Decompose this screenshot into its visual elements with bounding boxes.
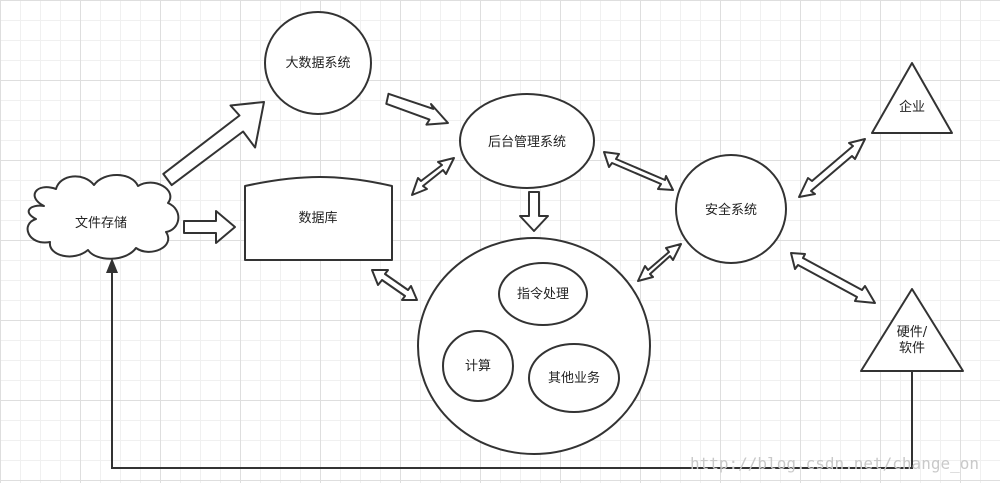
- command-label: 指令处理: [517, 287, 569, 302]
- arrow-business-security: [637, 243, 682, 282]
- file-storage-label: 文件存储: [75, 216, 127, 231]
- enterprise-triangle: [871, 62, 953, 134]
- compute-node: [442, 330, 514, 402]
- arrow-security-enterprise: [798, 138, 866, 198]
- feedback-arrowhead: [106, 258, 118, 273]
- arrow-database-backend: [411, 157, 455, 196]
- arrow-storage-to-bigdata: [162, 101, 265, 187]
- arrow-backend-to-business: [519, 191, 549, 232]
- arrow-security-hardware: [790, 252, 876, 304]
- other-business-node: [528, 343, 620, 413]
- big-data-node: [264, 11, 372, 115]
- security-label: 安全系统: [705, 202, 757, 218]
- arrow-database-business: [371, 269, 418, 301]
- command-node: [498, 262, 588, 326]
- watermark: http://blog.csdn.net/change_on: [690, 454, 979, 473]
- database-label: 数据库: [298, 210, 337, 226]
- file-storage-cloud: [26, 174, 180, 260]
- other-business-label: 其他业务: [548, 370, 600, 386]
- backend-label: 后台管理系统: [488, 135, 566, 150]
- big-data-label: 大数据系统: [285, 56, 350, 71]
- hardware-label-line2: 软件: [899, 341, 925, 356]
- feedback-connector: [111, 270, 913, 469]
- hardware-software-triangle: [860, 288, 964, 372]
- hardware-label-line1: 硬件/: [897, 325, 928, 340]
- enterprise-label: 企业: [899, 99, 925, 115]
- arrow-backend-security: [603, 151, 674, 191]
- arrow-bigdata-to-backend: [385, 92, 449, 126]
- security-node: [675, 154, 787, 264]
- database-node: [244, 176, 393, 261]
- arrow-storage-to-database: [183, 210, 236, 244]
- compute-label: 计算: [465, 359, 491, 374]
- backend-node: [459, 93, 595, 189]
